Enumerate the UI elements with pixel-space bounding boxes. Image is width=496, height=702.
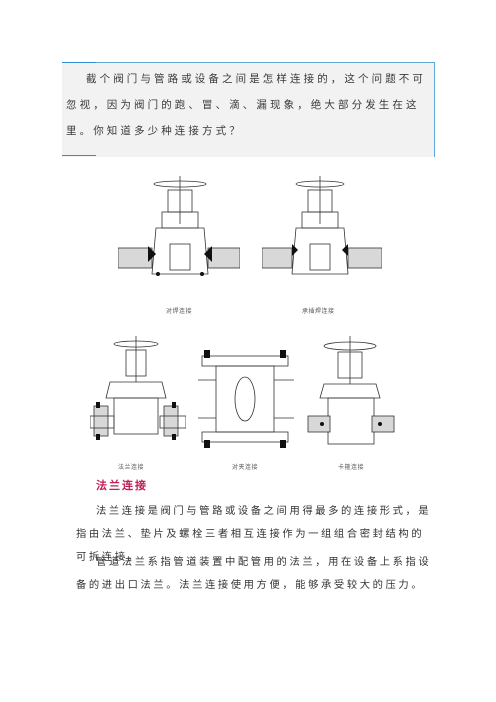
intro-text: 截个阀门与管路或设备之间是怎样连接的，这个问题不可忽视，因为阀门的跑、冒、滴、漏… <box>66 73 426 137</box>
caption-flange: 法兰连接 <box>118 464 145 471</box>
callout-accent-line-bottom <box>62 155 96 156</box>
figure-butt-weld-valve <box>118 174 240 294</box>
section-paragraph-1: 法兰连接是阀门与管路或设备之间用得最多的连接形式，是指由法兰、垫片及螺栓三者相互… <box>76 505 432 563</box>
section-paragraph-2: 管道法兰系指管道装置中配管用的法兰，用在设备上系指设备的进出口法兰。法兰连接使用… <box>76 556 432 591</box>
caption-socket-weld: 承插焊连接 <box>302 308 335 315</box>
section-heading: 法兰连接 <box>96 479 148 492</box>
figure-card-valve <box>306 332 396 456</box>
caption-clamp: 对夹连接 <box>232 464 259 471</box>
figure-socket-weld-valve <box>262 174 382 294</box>
callout-accent-line-top <box>62 62 96 63</box>
intro-callout-box <box>62 62 435 157</box>
caption-butt-weld: 对焊连接 <box>166 308 193 315</box>
figure-clamp-valve <box>198 350 294 454</box>
figure-flange-valve <box>90 336 186 456</box>
caption-card: 卡箍连接 <box>338 464 365 471</box>
